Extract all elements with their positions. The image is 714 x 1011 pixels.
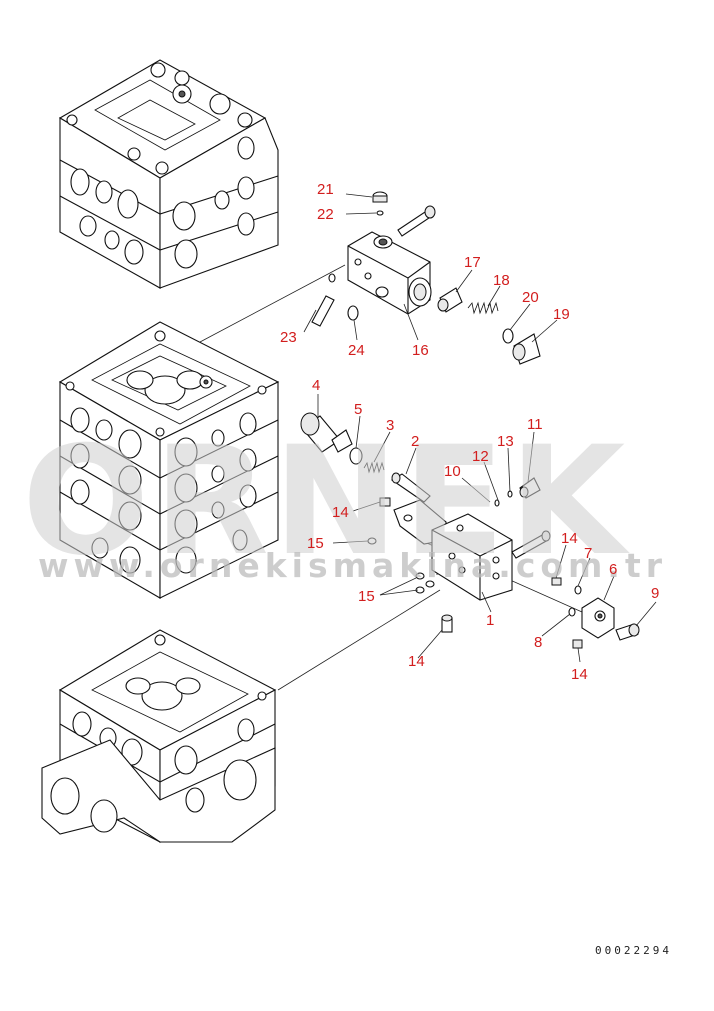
callout-19: 19	[553, 306, 570, 323]
callout-22: 22	[317, 206, 334, 223]
document-number: 00022294	[595, 944, 672, 957]
callout-3: 3	[386, 417, 394, 434]
callout-12: 12	[472, 448, 489, 465]
callout-16: 16	[412, 342, 429, 359]
watermark-brand: ORNEK	[22, 415, 630, 589]
callout-9: 9	[651, 585, 659, 602]
callout-14-right: 14	[561, 530, 578, 547]
callout-5: 5	[354, 401, 362, 418]
callout-8: 8	[534, 634, 542, 651]
top-valve-block	[58, 59, 279, 289]
callout-2: 2	[411, 433, 419, 450]
callout-1: 1	[486, 612, 494, 629]
callout-24: 24	[348, 342, 365, 359]
bottom-valve-block	[41, 629, 277, 843]
callout-13: 13	[497, 433, 514, 450]
callout-11: 11	[527, 416, 543, 433]
watermark: ORNEK www.ornekismakina.com.tr	[22, 415, 667, 589]
callout-15-upper: 15	[307, 535, 324, 552]
callout-17: 17	[464, 254, 481, 271]
callout-14-lower: 14	[408, 653, 425, 670]
callout-15-lower: 15	[358, 588, 375, 605]
callout-10: 10	[444, 463, 461, 480]
callout-6: 6	[609, 561, 617, 578]
callout-4: 4	[312, 377, 320, 394]
middle-valve-stack	[58, 321, 280, 599]
callout-23: 23	[280, 329, 297, 346]
callout-18: 18	[493, 272, 510, 289]
callout-20: 20	[522, 289, 539, 306]
callout-14-upper-left: 14	[332, 504, 349, 521]
callout-14-lower-right: 14	[571, 666, 588, 683]
control-valve-subassembly	[300, 412, 640, 649]
relief-valve-subassembly	[311, 191, 541, 365]
callout-labels: 21 22 17 18 20 19 23 24 16 4 5 3 11 2 13…	[280, 181, 659, 683]
leader-lines	[303, 193, 657, 663]
watermark-url: www.ornekismakina.com.tr	[38, 546, 667, 585]
callout-21: 21	[317, 181, 334, 198]
callout-7: 7	[584, 545, 592, 562]
